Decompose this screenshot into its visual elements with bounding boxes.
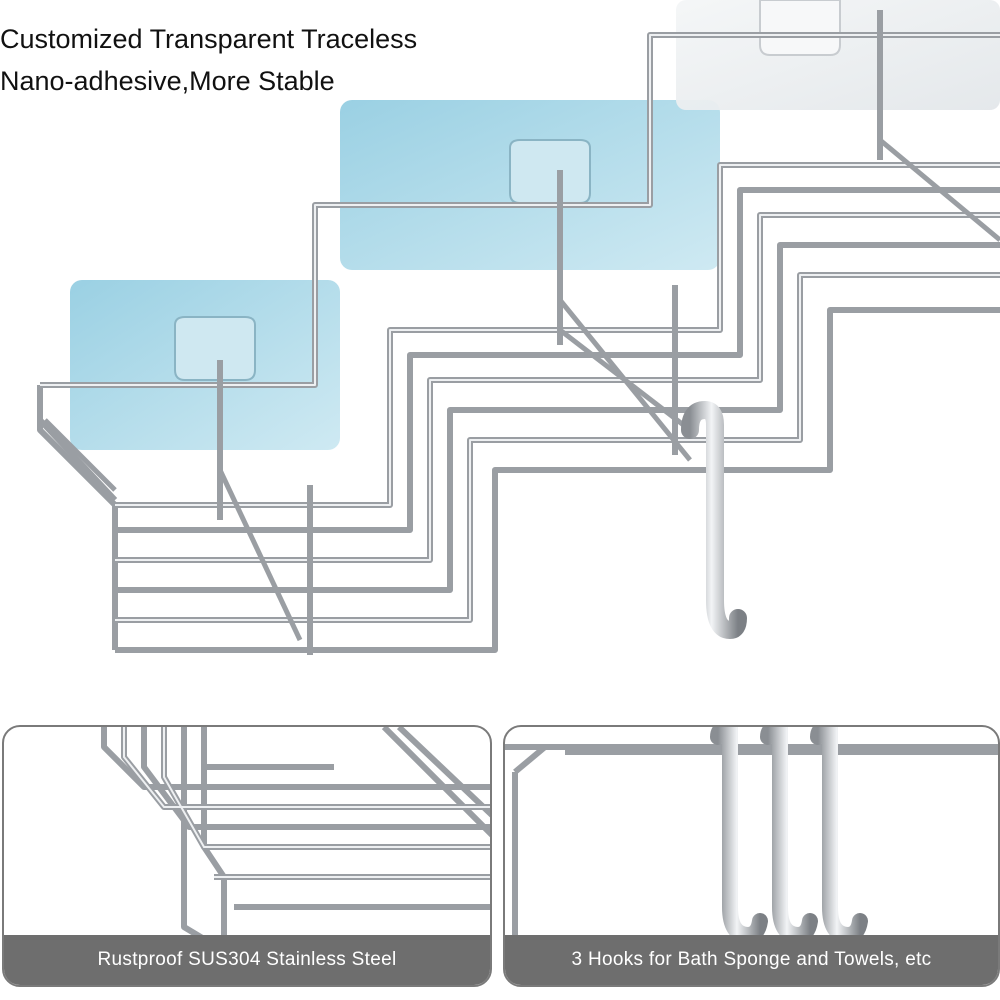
wire-rails: [37, 10, 1000, 655]
caption-hooks: 3 Hooks for Bath Sponge and Towels, etc: [505, 935, 998, 985]
caption-steel: Rustproof SUS304 Stainless Steel: [4, 935, 490, 985]
adhesive-pad-left: [70, 280, 340, 450]
steel-closeup-illustration: [101, 727, 490, 939]
headline: Customized Transparent Traceless Nano-ad…: [0, 18, 560, 102]
detail-panel-hooks: 3 Hooks for Bath Sponge and Towels, etc: [503, 725, 1000, 987]
hook-2: [760, 727, 818, 939]
shelf-product-illustration: [37, 0, 1000, 655]
hook-1: [710, 727, 768, 939]
headline-line-1: Customized Transparent Traceless: [0, 24, 418, 54]
hook: [681, 400, 747, 640]
hooks-closeup-illustration: [505, 727, 998, 939]
hook-3: [810, 727, 868, 939]
detail-panel-steel: Rustproof SUS304 Stainless Steel: [2, 725, 492, 987]
headline-line-2: Nano-adhesive,More Stable: [0, 66, 335, 96]
adhesive-pad-right: [676, 0, 1000, 110]
adhesive-pad-middle: [340, 100, 720, 270]
